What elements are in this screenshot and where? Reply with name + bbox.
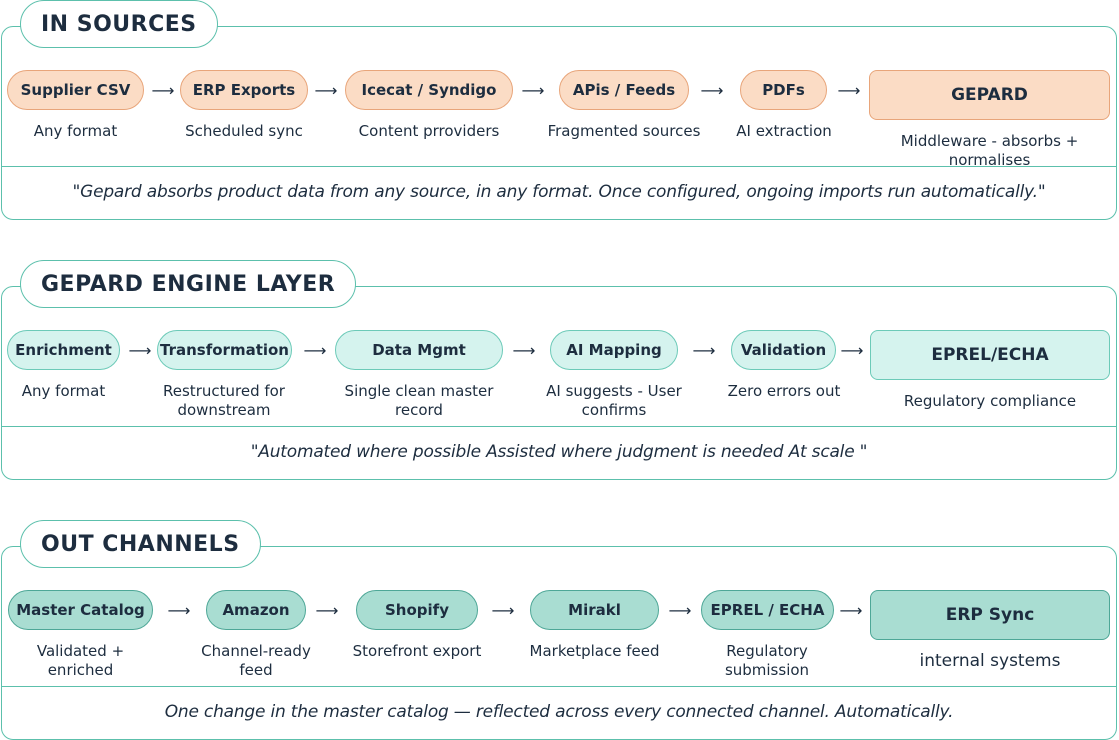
flow-arrow: ⟶ (840, 341, 864, 360)
flow-arrow: ⟶ (839, 601, 863, 620)
flow-arrow: ⟶ (512, 341, 536, 360)
caption-supplier-csv: Any format (33, 122, 118, 140)
flow-arrow: ⟶ (491, 601, 515, 620)
caption-enrichment: Any format (21, 382, 106, 400)
flow-arrow: ⟶ (700, 81, 724, 100)
flow-node-supplier-csv: Supplier CSV (7, 70, 144, 110)
flow-node-apis-feeds: APis / Feeds (559, 70, 689, 110)
caption-erp-exports: Scheduled sync (185, 122, 303, 140)
flow-arrow: ⟶ (668, 601, 692, 620)
engine-layer-tab: GEPARD ENGINE LAYER (20, 260, 357, 308)
flow-node-transformation: Transformation (157, 330, 292, 370)
caption-eprel-echa: Regulatory compliance (903, 392, 1077, 410)
flow-node-erp-sync: ERP Sync (870, 590, 1110, 640)
flow-node-validation: Validation (731, 330, 836, 370)
caption-ai-mapping: AI suggests - User confirms (546, 382, 682, 419)
flow-arrow: ⟶ (167, 601, 191, 620)
flow-arrow: ⟶ (303, 341, 327, 360)
section-divider (2, 166, 1116, 167)
flow-node-icecat-syndigo: Icecat / Syndigo (345, 70, 513, 110)
flow-node-shopify: Shopify (356, 590, 478, 630)
flow-arrow: ⟶ (128, 341, 152, 360)
section-divider (2, 686, 1116, 687)
out-channels-tab: OUT CHANNELS (20, 520, 261, 568)
flow-arrow: ⟶ (151, 81, 175, 100)
out-channels-section: Master Catalog Validated + enriched ⟶ Am… (1, 546, 1117, 740)
caption-mirakl: Marketplace feed (529, 642, 660, 660)
flow-node-pdfs: PDFs (740, 70, 827, 110)
in-sources-section: Supplier CSV Any format ⟶ ERP Exports Sc… (1, 26, 1117, 220)
section-quote: One change in the master catalog — refle… (164, 702, 954, 722)
flow-node-data-mgmt: Data Mgmt (335, 330, 503, 370)
flow-arrow: ⟶ (315, 601, 339, 620)
engine-layer-section: Enrichment Any format ⟶ Transformation R… (1, 286, 1117, 480)
flow-node-eprel-echa: EPREL/ECHA (870, 330, 1110, 380)
section-quote: "Gepard absorbs product data from any so… (72, 182, 1046, 202)
flow-node-mirakl: Mirakl (530, 590, 659, 630)
section-divider (2, 426, 1116, 427)
caption-apis-feeds: Fragmented sources (547, 122, 701, 140)
caption-amazon: Channel-ready feed (201, 642, 311, 679)
flow-node-eprel-echa-submission: EPREL / ECHA (701, 590, 834, 630)
flow-node-ai-mapping: AI Mapping (550, 330, 678, 370)
caption-shopify: Storefront export (352, 642, 482, 660)
flow-node-gepard: GEPARD (869, 70, 1110, 120)
flow-arrow: ⟶ (521, 81, 545, 100)
flow-arrow: ⟶ (314, 81, 338, 100)
caption-pdfs: AI extraction (736, 122, 832, 140)
flow-node-enrichment: Enrichment (7, 330, 120, 370)
caption-gepard: Middleware - absorbs + normalises (900, 132, 1079, 169)
caption-master-catalog: Validated + enriched (36, 642, 125, 679)
caption-transformation: Restructured for downstream (163, 382, 285, 419)
section-quote: "Automated where possible Assisted where… (250, 442, 868, 462)
caption-validation: Zero errors out (727, 382, 841, 400)
flow-node-erp-exports: ERP Exports (180, 70, 308, 110)
in-sources-tab: IN SOURCES (20, 0, 218, 48)
flow-node-amazon: Amazon (206, 590, 306, 630)
caption-icecat-syndigo: Content prroviders (358, 122, 500, 140)
caption-data-mgmt: Single clean master record (344, 382, 494, 419)
flow-arrow: ⟶ (692, 341, 716, 360)
caption-eprel-echa-submission: Regulatory submission (724, 642, 810, 679)
flow-node-master-catalog: Master Catalog (8, 590, 153, 630)
caption-erp-sync: internal systems (919, 651, 1061, 671)
flow-arrow: ⟶ (837, 81, 861, 100)
